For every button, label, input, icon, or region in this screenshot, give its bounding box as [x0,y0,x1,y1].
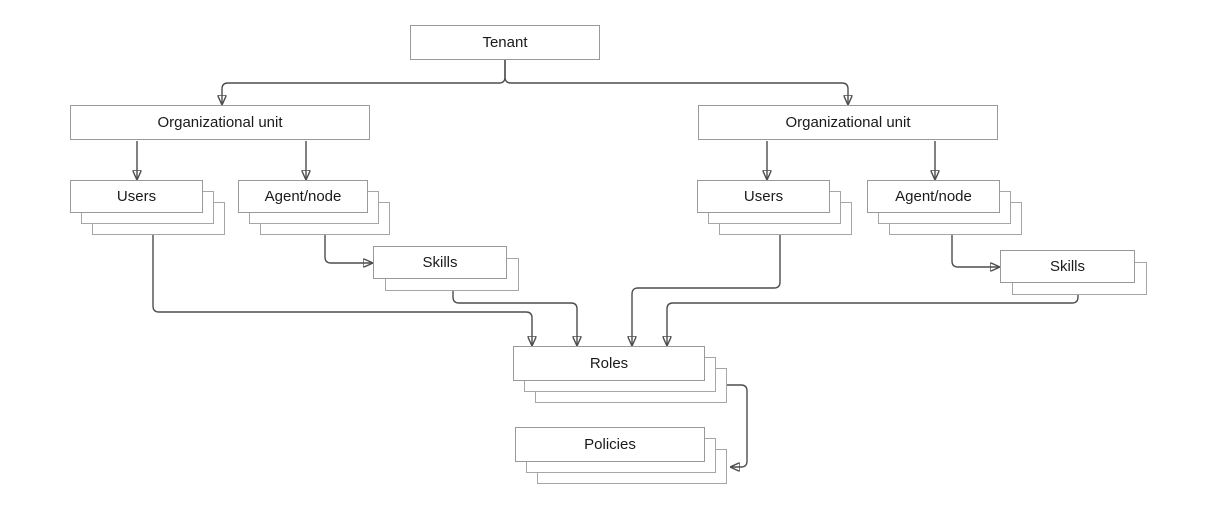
node-label: Skills [422,254,458,271]
node-label: Users [743,188,784,205]
node-organizational-unit-left: Organizational unit [70,105,370,140]
node-box: Skills [373,246,507,279]
node-box: Policies [515,427,705,462]
node-box: Skills [1000,250,1135,283]
node-label: Users [116,188,157,205]
edge-tenant-to-ou-right [504,60,848,104]
edge-users-right-to-roles [632,233,781,345]
node-agent-node-left: Agent/node [238,180,390,235]
node-label: Roles [589,355,629,372]
node-box: Roles [513,346,705,381]
node-policies: Policies [515,427,727,484]
node-box: Tenant [410,25,600,60]
node-users-left: Users [70,180,225,235]
node-box: Users [697,180,830,213]
edge-agent-left-to-skills-left [324,233,372,263]
node-label: Organizational unit [785,114,911,131]
node-box: Agent/node [867,180,1000,213]
node-label: Agent/node [895,188,972,205]
node-label: Organizational unit [157,114,283,131]
edge-skills-right-to-roles [667,295,1079,345]
node-tenant: Tenant [410,25,600,60]
node-box: Organizational unit [698,105,998,140]
edge-agent-right-to-skills-right [951,233,999,267]
edge-tenant-to-ou-left [222,60,506,104]
edge-roles-to-policies [716,384,748,467]
node-label: Skills [1049,258,1085,275]
node-label: Policies [584,436,636,453]
edge-skills-left-to-roles [452,291,577,345]
node-box: Organizational unit [70,105,370,140]
node-organizational-unit-right: Organizational unit [698,105,998,140]
node-skills-left: Skills [373,246,519,291]
node-roles: Roles [513,346,727,403]
node-agent-node-right: Agent/node [867,180,1022,235]
node-box: Agent/node [238,180,368,213]
edge-users-left-to-roles [152,233,532,345]
node-box: Users [70,180,203,213]
node-users-right: Users [697,180,852,235]
node-label: Agent/node [264,188,342,205]
node-skills-right: Skills [1000,250,1147,295]
node-label: Tenant [482,34,528,51]
